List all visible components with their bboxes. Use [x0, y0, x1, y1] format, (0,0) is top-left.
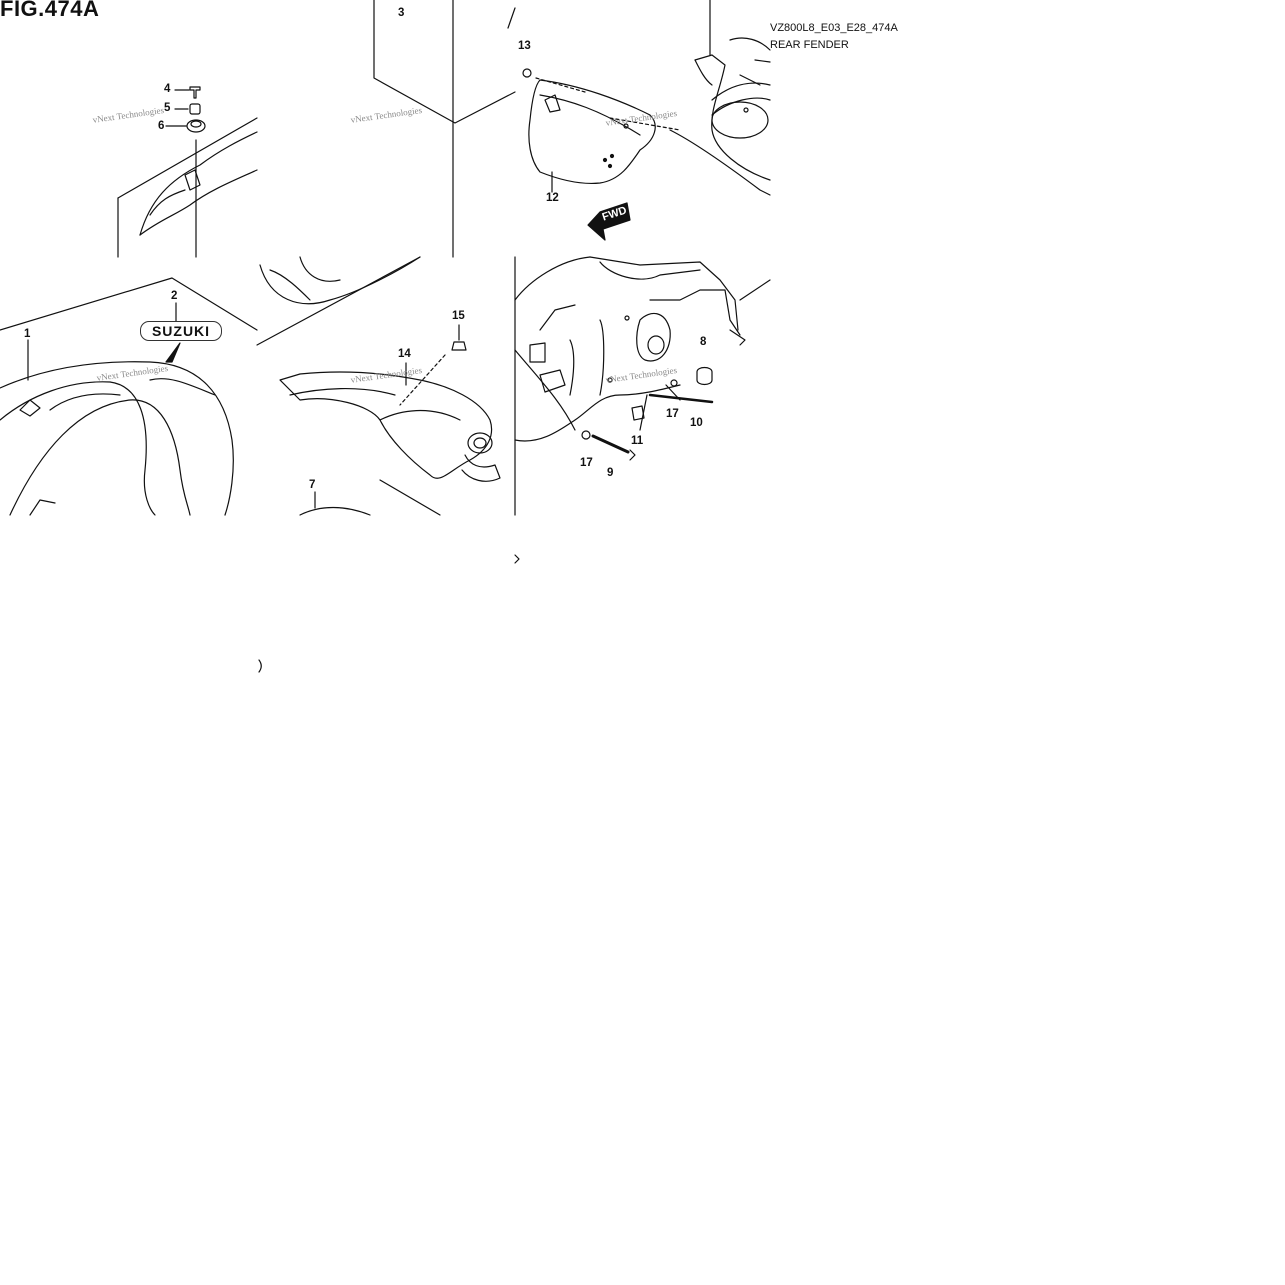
callout-3: 3: [398, 7, 405, 19]
callout-9: 9: [607, 467, 614, 479]
callout-12: 12: [546, 192, 559, 204]
callout-15: 15: [452, 310, 465, 322]
seat-cowl-drawing: [0, 277, 258, 516]
diagram-code: VZ800L8_E03_E28_474A: [770, 22, 898, 34]
lower-frame-drawing: [514, 256, 771, 516]
callout-10: 10: [690, 417, 703, 429]
inner-fender-drawing: [279, 324, 501, 516]
callout-17-lower: 17: [580, 457, 593, 469]
callout-8: 8: [700, 336, 707, 348]
rear-frame-drawing: [669, 0, 771, 196]
callout-2: 2: [171, 290, 178, 302]
stray-artifact-2: [258, 659, 262, 673]
fwd-arrow-icon: [587, 202, 631, 241]
callout-5: 5: [164, 102, 171, 114]
callout-4: 4: [164, 83, 171, 95]
mid-frame: [256, 256, 421, 346]
callout-1: 1: [24, 328, 31, 340]
callout-6: 6: [158, 120, 165, 132]
callout-13: 13: [518, 40, 531, 52]
figure-title: FIG.474A: [0, 0, 100, 21]
emblem-arrow: [165, 342, 181, 363]
diagram-subtitle: REAR FENDER: [770, 39, 849, 51]
callout-17-upper: 17: [666, 408, 679, 420]
fender-rail-detail: [117, 86, 258, 258]
callout-11: 11: [631, 435, 644, 447]
exploded-view-box: [373, 0, 516, 258]
splash-guard-drawing: [522, 68, 681, 193]
stray-artifact: [514, 554, 520, 564]
suzuki-emblem: SUZUKI: [140, 321, 222, 341]
callout-14: 14: [398, 348, 411, 360]
callout-7: 7: [309, 479, 316, 491]
